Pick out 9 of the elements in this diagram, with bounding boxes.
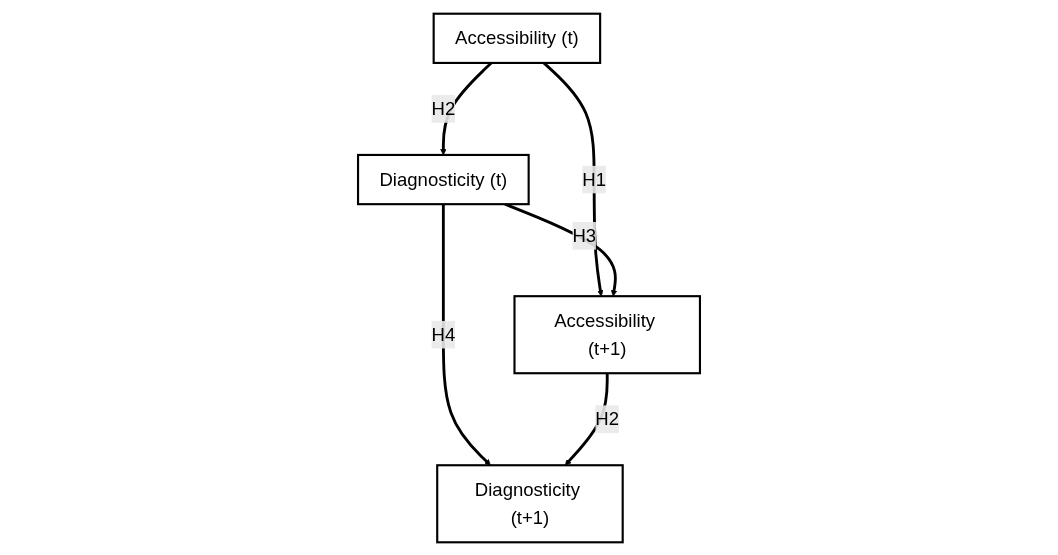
edge-label: H2 bbox=[595, 407, 620, 430]
node-box: Accessibility (t) bbox=[432, 12, 602, 64]
edge-label: H4 bbox=[431, 323, 456, 345]
node-box: Diagnosticity (t+1) bbox=[436, 463, 624, 543]
edge-label: H2 bbox=[431, 97, 456, 119]
node-box: Accessibility (t+1) bbox=[513, 294, 702, 374]
edge-label: H3 bbox=[572, 224, 597, 246]
edge-label: H1 bbox=[582, 168, 607, 190]
node-box: Diagnosticity (t) bbox=[357, 153, 530, 205]
